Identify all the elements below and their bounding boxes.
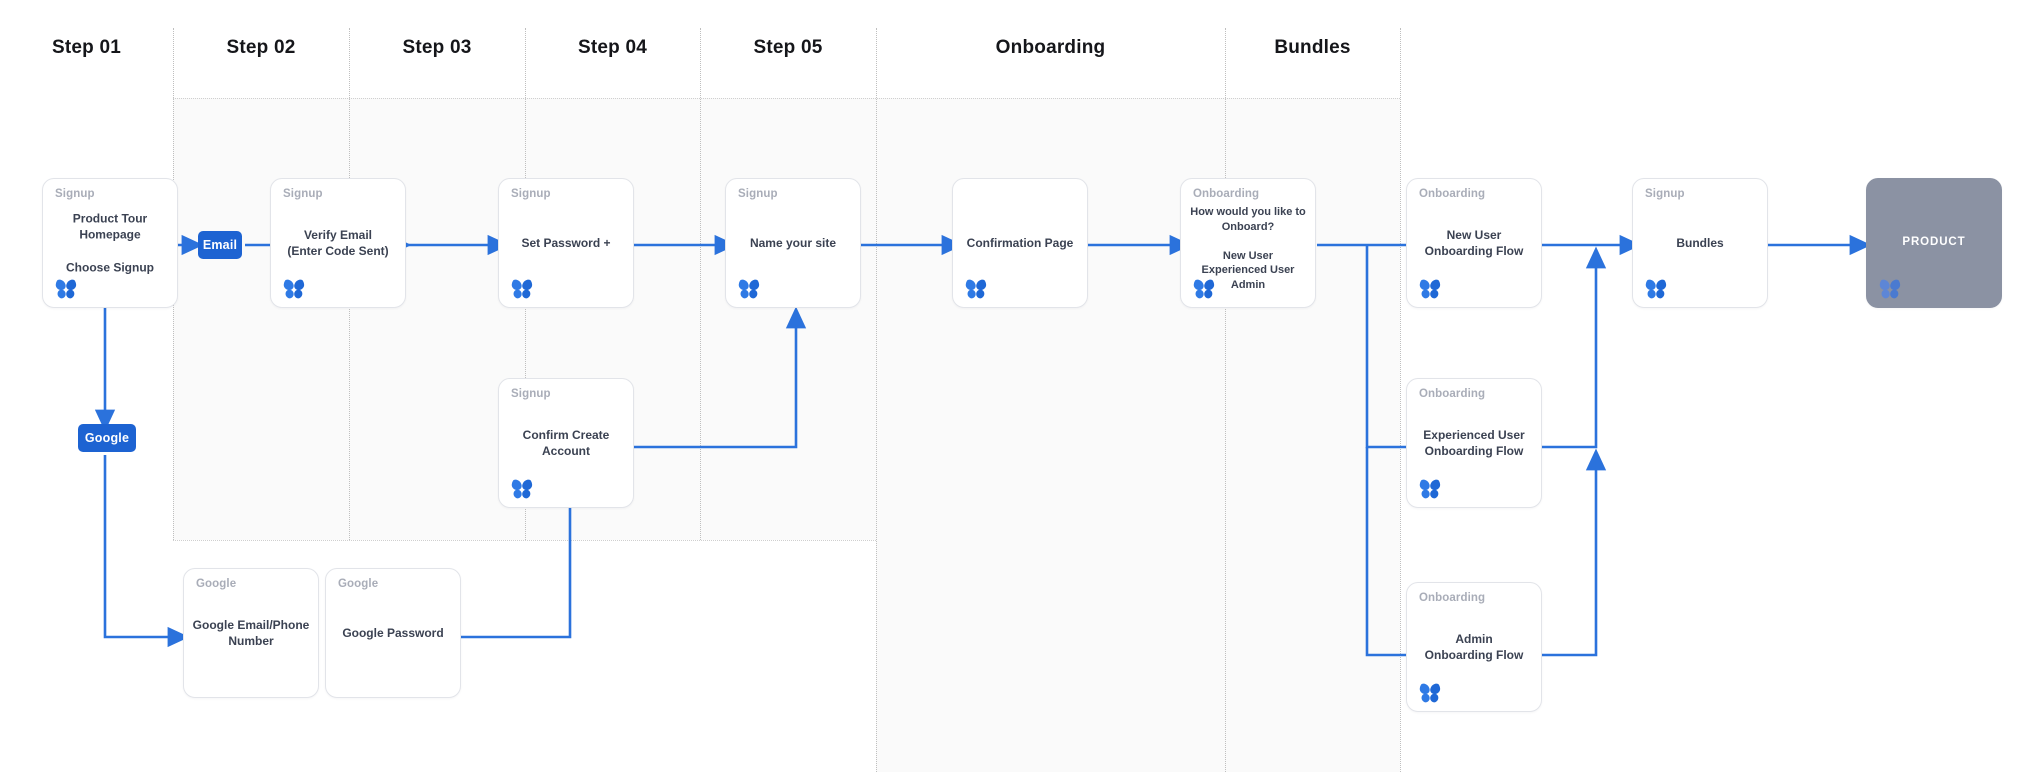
lane-title-step-05: Step 05: [753, 37, 823, 58]
node-google-email[interactable]: Google Google Email/Phone Number: [183, 568, 319, 698]
edge-label-google[interactable]: Google: [78, 424, 136, 452]
node-category: Signup: [283, 188, 323, 200]
node-bundles[interactable]: Signup Bundles: [1632, 178, 1768, 308]
butterfly-icon: [511, 479, 533, 499]
node-set-password[interactable]: Signup Set Password +: [498, 178, 634, 308]
node-label: Verify Email (Enter Code Sent): [287, 227, 389, 258]
lane-divider-4: [700, 28, 701, 540]
node-label: Google Password: [342, 625, 444, 640]
edge-label-email-text: Email: [202, 238, 238, 252]
node-category: Onboarding: [1419, 388, 1486, 400]
node-label: Set Password +: [521, 235, 611, 250]
edge-label-google-text: Google: [84, 431, 130, 445]
node-how-onboard[interactable]: Onboarding How would you like to Onboard…: [1180, 178, 1316, 308]
node-category: Onboarding: [1193, 188, 1260, 200]
node-new-user-flow[interactable]: Onboarding New User Onboarding Flow: [1406, 178, 1542, 308]
lane-title-step-02: Step 02: [226, 37, 296, 58]
node-category: Signup: [55, 188, 95, 200]
node-label: Name your site: [749, 235, 837, 250]
butterfly-icon: [1193, 279, 1215, 299]
node-category: Signup: [738, 188, 778, 200]
butterfly-icon: [1879, 279, 1901, 299]
node-label: New User Onboarding Flow: [1424, 227, 1524, 258]
node-label: Bundles: [1676, 235, 1724, 250]
node-category: Onboarding: [1419, 188, 1486, 200]
node-confirmation-page[interactable]: Confirmation Page: [952, 178, 1088, 308]
butterfly-icon: [1645, 279, 1667, 299]
butterfly-icon: [738, 279, 760, 299]
node-category: Signup: [1645, 188, 1685, 200]
lane-top-rule: [173, 98, 1400, 99]
lane-divider-5: [876, 28, 877, 772]
node-category: Onboarding: [1419, 592, 1486, 604]
node-name-your-site[interactable]: Signup Name your site: [725, 178, 861, 308]
butterfly-icon: [283, 279, 305, 299]
node-label: Google Email/Phone Number: [192, 617, 310, 648]
node-confirm-create-account[interactable]: Signup Confirm Create Account: [498, 378, 634, 508]
node-product-tour[interactable]: Signup Product Tour Homepage Choose Sign…: [42, 178, 178, 308]
lane-title-step-01: Step 01: [52, 37, 121, 58]
node-google-password[interactable]: Google Google Password: [325, 568, 461, 698]
lane-title-step-04: Step 04: [578, 37, 647, 58]
lane-title-bundles: Bundles: [1274, 37, 1351, 58]
butterfly-icon: [511, 279, 533, 299]
butterfly-icon: [1419, 279, 1441, 299]
lane-bottom-rule-steps: [173, 540, 876, 541]
node-label: Admin Onboarding Flow: [1424, 631, 1524, 662]
lane-divider-6: [1225, 28, 1226, 772]
node-product[interactable]: PRODUCT: [1866, 178, 2002, 308]
edge-label-email[interactable]: Email: [198, 231, 242, 259]
node-label: How would you like to Onboard? New User …: [1190, 206, 1306, 291]
node-experienced-user-flow[interactable]: Onboarding Experienced User Onboarding F…: [1406, 378, 1542, 508]
node-label: Experienced User Onboarding Flow: [1423, 427, 1525, 458]
lane-title-step-03: Step 03: [402, 37, 472, 58]
node-label: Confirmation Page: [966, 235, 1074, 250]
lane-title-onboarding: Onboarding: [995, 37, 1106, 58]
node-category: Signup: [511, 388, 551, 400]
node-label: Product Tour Homepage Choose Signup: [66, 211, 154, 275]
node-label: PRODUCT: [1902, 236, 1966, 249]
node-category: Google: [196, 578, 237, 590]
lane-divider-7: [1400, 28, 1401, 772]
node-category: Signup: [511, 188, 551, 200]
butterfly-icon: [1419, 479, 1441, 499]
butterfly-icon: [1419, 683, 1441, 703]
node-admin-flow[interactable]: Onboarding Admin Onboarding Flow: [1406, 582, 1542, 712]
butterfly-icon: [55, 279, 77, 299]
node-verify-email[interactable]: Signup Verify Email (Enter Code Sent): [270, 178, 406, 308]
node-label: Confirm Create Account: [522, 427, 610, 458]
butterfly-icon: [965, 279, 987, 299]
node-category: Google: [338, 578, 379, 590]
